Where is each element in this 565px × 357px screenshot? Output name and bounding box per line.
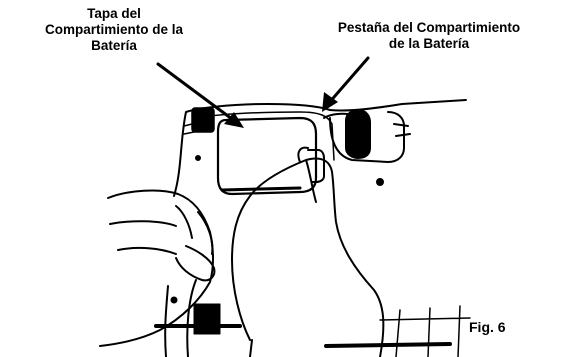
battery-cover-edge-shadow xyxy=(220,186,302,192)
left-clip xyxy=(191,107,215,133)
right-hand-finger xyxy=(307,149,325,183)
tab-arrow-icon xyxy=(322,92,338,112)
left-clip-notch xyxy=(183,123,195,135)
housing-rim xyxy=(195,111,335,161)
battery-tab xyxy=(345,109,371,159)
left-hand-thumb xyxy=(175,205,214,255)
cover-arrow-icon xyxy=(224,112,244,128)
screw-hole-right xyxy=(376,178,384,186)
battery-tab-label: Pestaña del Compartimiento de la Batería xyxy=(337,20,521,51)
device-housing xyxy=(164,99,467,357)
battery-cover-label: Tapa del Compartimiento de la Batería xyxy=(44,6,184,53)
base-scale xyxy=(324,342,452,348)
tab-side-notch xyxy=(393,123,411,137)
bottom-connector xyxy=(193,303,221,335)
battery-compartment-cover xyxy=(216,116,318,196)
screw-hole-top-left xyxy=(195,155,201,161)
right-hand xyxy=(231,146,385,357)
tab-pointer-line xyxy=(326,56,370,106)
cover-pointer-line xyxy=(156,62,238,124)
screw-hole-left xyxy=(170,296,178,304)
left-hand xyxy=(99,189,216,347)
base-plate xyxy=(379,305,471,357)
figure-number-label: Fig. 6 xyxy=(469,319,506,335)
